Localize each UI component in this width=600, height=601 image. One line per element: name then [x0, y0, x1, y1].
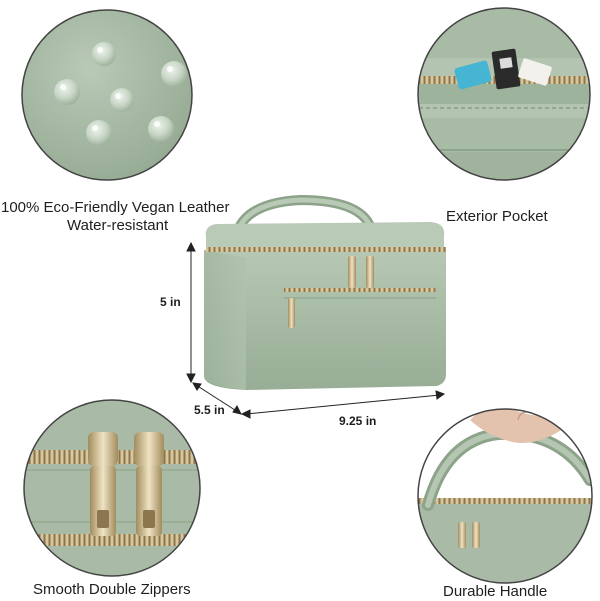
exterior-pocket-label: Exterior Pocket	[446, 208, 548, 225]
cosmetic-items	[454, 48, 552, 90]
exterior-pocket-detail-circle	[417, 7, 591, 181]
water-droplet	[161, 61, 187, 87]
depth-dimension: 5.5 in	[194, 403, 225, 417]
zipper-pull	[134, 432, 164, 536]
double-zippers-label: Smooth Double Zippers	[33, 581, 191, 598]
cosmetic-bag	[204, 194, 446, 390]
water-droplet	[86, 120, 112, 146]
dimension-lines	[186, 241, 446, 419]
water-resistant-feature-label: Water-resistant	[67, 217, 169, 234]
water-droplet	[148, 116, 174, 142]
zipper-pulls	[288, 256, 374, 328]
water-droplet	[54, 79, 80, 105]
durable-handle-detail-circle	[417, 408, 593, 584]
material-feature-label: 100% Eco-Friendly Vegan Leather	[1, 199, 230, 216]
water-resistant-detail-circle	[21, 9, 193, 181]
double-zipper-detail-circle	[23, 399, 201, 577]
width-dimension: 9.25 in	[339, 414, 377, 428]
durable-handle-label: Durable Handle	[443, 583, 548, 600]
water-droplet	[110, 88, 134, 112]
height-dimension: 5 in	[160, 295, 181, 309]
water-droplet	[92, 42, 116, 66]
zipper-pull	[88, 432, 118, 536]
